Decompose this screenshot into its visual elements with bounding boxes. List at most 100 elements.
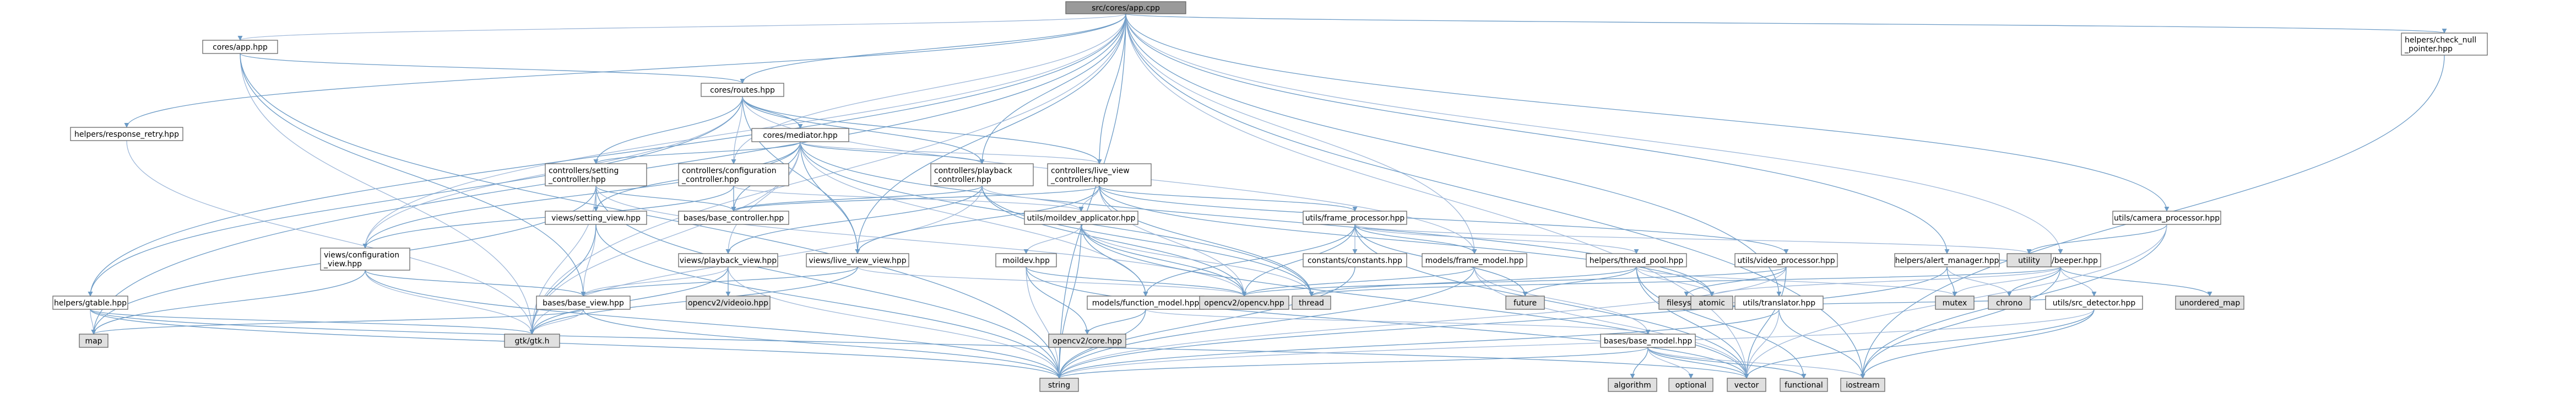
node-label: atomic (1699, 299, 1725, 308)
node-box (1039, 378, 1079, 392)
node-moildev[interactable]: moildev.hpp (995, 253, 1057, 267)
node-box (504, 334, 560, 348)
edge-controllers_setting-to-opencv2_opencv (595, 185, 1247, 297)
node-box (545, 211, 647, 225)
edge-controllers_live_view-to-thread (1099, 185, 1314, 297)
node-atomic: atomic (1690, 296, 1733, 310)
node-bases-base-view[interactable]: bases/base_view.hpp (536, 296, 631, 310)
edge-helpers_beeper-to-utils_src_detector (2060, 266, 2097, 297)
node-views-playback-view[interactable]: views/playback_view.hpp (678, 253, 778, 267)
node-box (678, 253, 778, 267)
edge-views_configuration_view-to-gtk (365, 270, 535, 335)
edge-helpers_beeper-to-unordered_map (2060, 266, 2212, 297)
node-label: thread (1299, 299, 1324, 308)
edge-moildev-to-opencv2_opencv (1026, 266, 1247, 297)
node-box (2401, 33, 2488, 56)
edge-utils_moildev_applicator-to-opencv2_opencv (1081, 224, 1247, 297)
edge-cores_app-to-cores_routes (240, 53, 745, 84)
node-box (202, 40, 278, 54)
node-helpers-response-retry[interactable]: helpers/response_retry.hpp (70, 127, 183, 141)
edge-bases_base_model-to-iostream (1647, 347, 1865, 379)
node-helpers-alert-manager[interactable]: helpers/alert_manager.hpp (1894, 253, 2000, 267)
edge-cores_routes-to-helpers_gtable (88, 96, 743, 297)
node-box (1840, 378, 1885, 392)
node-label: optional (1675, 381, 1707, 390)
node-utils-src-detector[interactable]: utils/src_detector.hpp (2045, 296, 2143, 310)
node-utils-translator[interactable]: utils/translator.hpp (1734, 296, 1824, 310)
node-root[interactable]: src/cores/app.cpp (1065, 1, 1186, 14)
node-box (701, 83, 784, 97)
node-label: models/function_model.hpp (1092, 299, 1200, 308)
edge-utils_src_detector-to-string (1056, 309, 2095, 379)
node-string: string (1039, 378, 1079, 392)
node-box (1734, 253, 1838, 267)
edge-cores_app-to-string (240, 53, 1062, 379)
node-utils-frame-processor[interactable]: utils/frame_processor.hpp (1303, 211, 1407, 225)
edge-controllers_live_view-to-utils_frame_processor (1099, 185, 1358, 212)
node-controllers-configuration[interactable]: controllers/configuration_controller.hpp (678, 163, 789, 186)
node-label: helpers/check_null (2405, 36, 2476, 45)
edge-utils_moildev_applicator-to-thread (1081, 224, 1314, 297)
node-cores-mediator[interactable]: cores/mediator.hpp (751, 128, 849, 142)
node-box (1734, 296, 1824, 310)
edge-cores_mediator-to-views_configuration_view (362, 141, 801, 249)
node-controllers-live-view[interactable]: controllers/live_view_controller.hpp (1047, 163, 1152, 186)
node-bases-base-model[interactable]: bases/base_model.hpp (1600, 334, 1696, 348)
node-views-configuration-view[interactable]: views/configuration_view.hpp (320, 248, 410, 271)
edge-root-to-cores_app (238, 13, 1126, 41)
edge-utils_moildev_applicator-to-models_function_model (1081, 224, 1148, 297)
edge-root-to-helpers_check_null (1125, 13, 2447, 34)
node-controllers-setting[interactable]: controllers/setting_controller.hpp (545, 163, 647, 186)
edge-moildev-to-opencv2_core (1026, 266, 1090, 335)
node-constants[interactable]: constants/constants.hpp (1303, 253, 1407, 267)
node-models-function-model[interactable]: models/function_model.hpp (1087, 296, 1205, 310)
node-label: views/live_view_view.hpp (809, 256, 906, 265)
node-bases-base-controller[interactable]: bases/base_controller.hpp (678, 211, 789, 225)
node-box (70, 127, 183, 141)
node-views-setting-view[interactable]: views/setting_view.hpp (545, 211, 647, 225)
edge-controllers_live_view-to-bases_base_controller (731, 185, 1100, 212)
node-label: controllers/playback (934, 167, 1013, 175)
node-models-frame-model[interactable]: models/frame_model.hpp (1422, 253, 1527, 267)
node-helpers-thread-pool[interactable]: helpers/thread_pool.hpp (1586, 253, 1687, 267)
node-box (1780, 378, 1828, 392)
node-label: cores/app.hpp (213, 43, 268, 52)
node-label: cores/routes.hpp (710, 86, 775, 95)
node-label: vector (1734, 381, 1759, 390)
edge-utils_translator-to-iostream (1778, 309, 1865, 379)
edge-helpers_thread_pool-to-functional (1636, 266, 1807, 379)
node-map: map (79, 334, 109, 348)
edge-controllers_live_view-to-utils_moildev_applicator (1078, 185, 1100, 212)
node-box (79, 334, 109, 348)
node-label: opencv2/core.hpp (1053, 337, 1122, 346)
edge-root-to-helpers_beeper (1125, 13, 2063, 254)
node-box (1505, 296, 1545, 310)
edge-bases_base_view-to-map (91, 309, 584, 335)
node-gtk: gtk/gtk.h (504, 334, 560, 348)
node-label: iostream (1846, 381, 1880, 390)
node-label: future (1514, 299, 1537, 308)
edge-utils_src_detector-to-vector (1744, 309, 2095, 379)
node-cores-routes[interactable]: cores/routes.hpp (701, 83, 784, 97)
node-cores-app[interactable]: cores/app.hpp (202, 40, 278, 54)
node-utils-camera-processor[interactable]: utils/camera_processor.hpp (2112, 211, 2221, 225)
node-utils-moildev-applicator[interactable]: utils/moildev_applicator.hpp (1024, 211, 1138, 225)
node-helpers-gtable[interactable]: helpers/gtable.hpp (52, 296, 128, 310)
node-utils-video-processor[interactable]: utils/video_processor.hpp (1734, 253, 1838, 267)
edge-utils_translator-to-vector (1744, 309, 1780, 379)
edge-utils_frame_processor-to-models_frame_model (1354, 224, 1477, 254)
edge-helpers_gtable-to-gtk (90, 309, 535, 335)
edge-helpers_thread_pool-to-future (1522, 266, 1637, 297)
node-controllers-playback[interactable]: controllers/playback_controller.hpp (930, 163, 1034, 186)
edge-helpers_beeper-to-iostream (1860, 266, 2061, 379)
node-helpers-check-null[interactable]: helpers/check_null_pointer.hpp (2401, 33, 2488, 56)
edge-root-to-controllers_live_view (1097, 13, 1126, 164)
edge-controllers_playback-to-opencv2_opencv (981, 185, 1247, 297)
edge-models_frame_model-to-vector (1474, 266, 1749, 379)
edge-helpers_beeper-to-chrono (2006, 266, 2061, 297)
node-label: src/cores/app.cpp (1092, 4, 1160, 13)
node-box (545, 163, 647, 186)
node-thread: thread (1292, 296, 1331, 310)
node-views-live-view-view[interactable]: views/live_view_view.hpp (806, 253, 909, 267)
edge-controllers_live_view-to-views_live_view_view (855, 185, 1100, 254)
